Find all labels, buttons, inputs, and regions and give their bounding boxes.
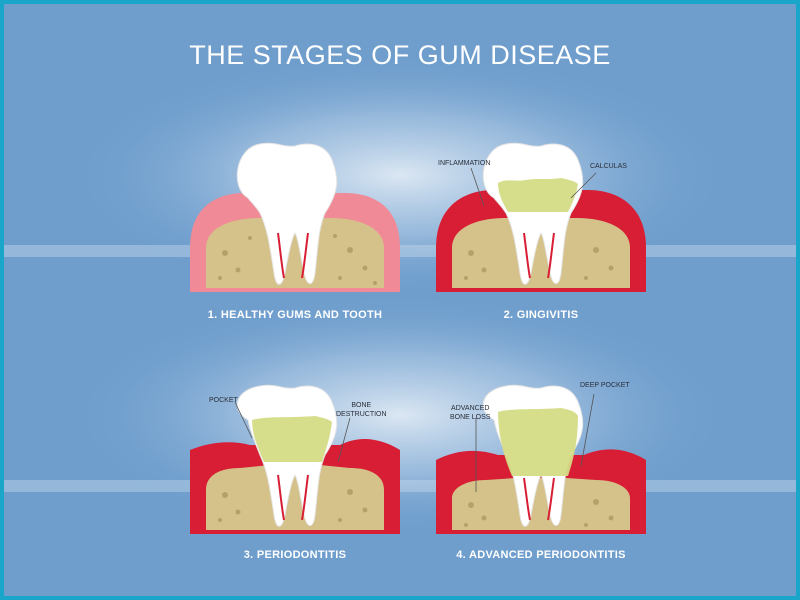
callout-calculas: CALCULAS [590, 162, 627, 171]
callout-pocket: POCKET [209, 396, 238, 405]
stage-1-caption: 1. HEALTHY GUMS AND TOOTH [190, 309, 400, 321]
callout-deep-pocket: DEEP POCKET [580, 381, 630, 390]
callout-inflammation: INFLAMMATION [438, 159, 490, 168]
stage-1-panel [190, 138, 400, 298]
callout-advanced-bone-loss: ADVANCED BONE LOSS [450, 404, 490, 422]
stage-3-caption: 3. PERIODONTITIS [190, 549, 400, 561]
callout-bone-destruction: BONE DESTRUCTION [336, 401, 387, 419]
stage-2-caption: 2. GINGIVITIS [436, 309, 646, 321]
page-title: THE STAGES OF GUM DISEASE [4, 40, 796, 71]
stage-4-caption: 4. ADVANCED PERIODONTITIS [436, 549, 646, 561]
healthy-tooth-illustration [190, 138, 400, 298]
